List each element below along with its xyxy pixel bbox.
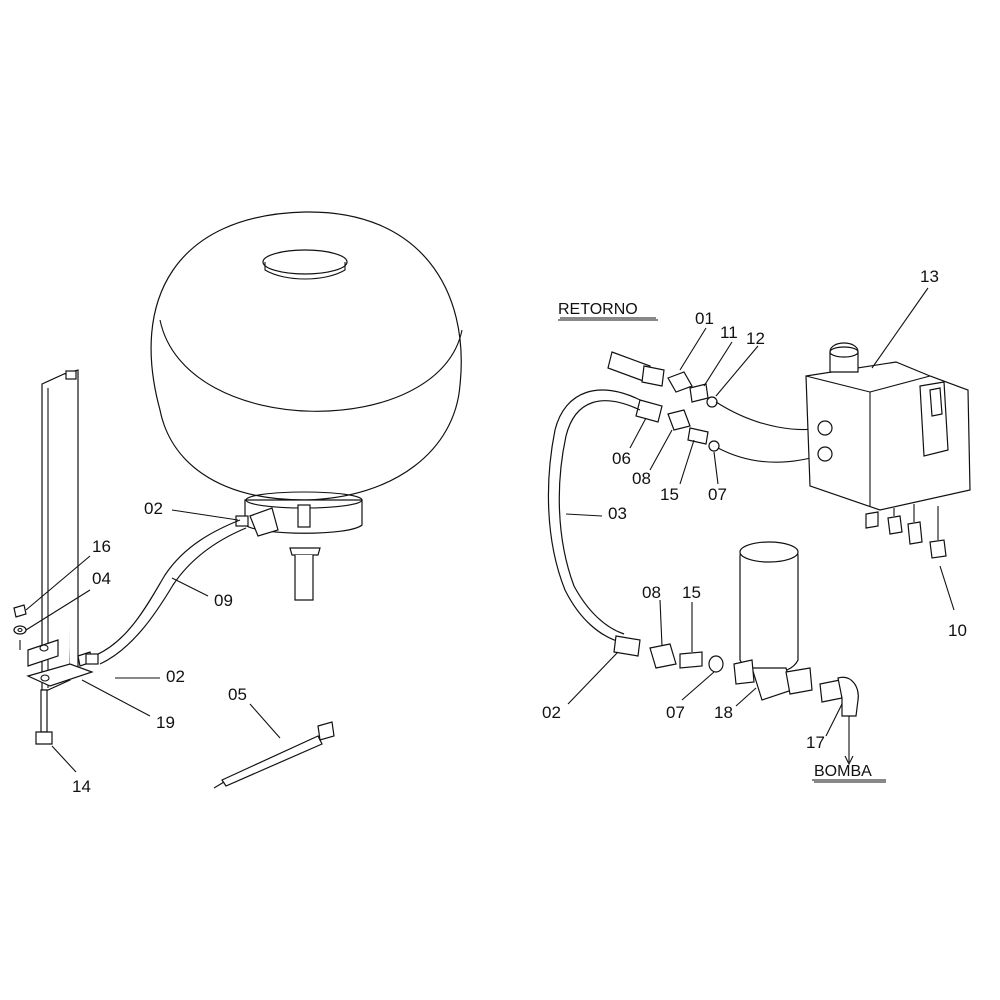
label-part-15-bottom: 15 [682,583,701,602]
fuel-unit [805,342,971,559]
label-part-02-left-bottom: 02 [166,667,185,686]
label-part-07-bottom: 07 [666,703,685,722]
label-part-03: 03 [608,504,627,523]
middle-fittings [635,399,720,452]
nut-and-washer [13,604,27,650]
label-part-19: 19 [156,713,175,732]
label-part-08-top: 08 [632,469,651,488]
label-part-14: 14 [72,777,91,796]
filter-housing [733,541,813,701]
label-part-04: 04 [92,569,111,588]
label-part-16: 16 [92,537,111,556]
label-part-02-right: 02 [542,703,561,722]
label-part-18: 18 [714,703,733,722]
bolt [35,689,53,745]
label-part-17: 17 [806,733,825,752]
label-part-02-left-top: 02 [144,499,163,518]
leader-lines [25,287,955,781]
lower-fittings [613,635,724,673]
label-part-10: 10 [948,621,967,640]
label-part-01: 01 [695,309,714,328]
return-line [607,351,665,387]
label-part-09: 09 [214,591,233,610]
label-bomba: BOMBA [814,763,872,780]
hose-09 [85,519,247,665]
cable-tie [213,721,335,789]
upper-fittings [667,371,718,408]
label-retorno: RETORNO [558,301,638,318]
fuel-tank [150,211,463,601]
label-part-05: 05 [228,685,247,704]
label-part-12: 12 [746,329,765,348]
label-part-06: 06 [612,449,631,468]
label-part-08-bottom: 08 [642,583,661,602]
hose-03 [547,389,641,643]
label-part-15-top: 15 [660,485,679,504]
label-part-11: 11 [720,323,738,342]
elbow-fitting [819,676,859,766]
label-part-13: 13 [920,267,939,286]
label-part-07-top: 07 [708,485,727,504]
bracket-rail [26,369,94,691]
